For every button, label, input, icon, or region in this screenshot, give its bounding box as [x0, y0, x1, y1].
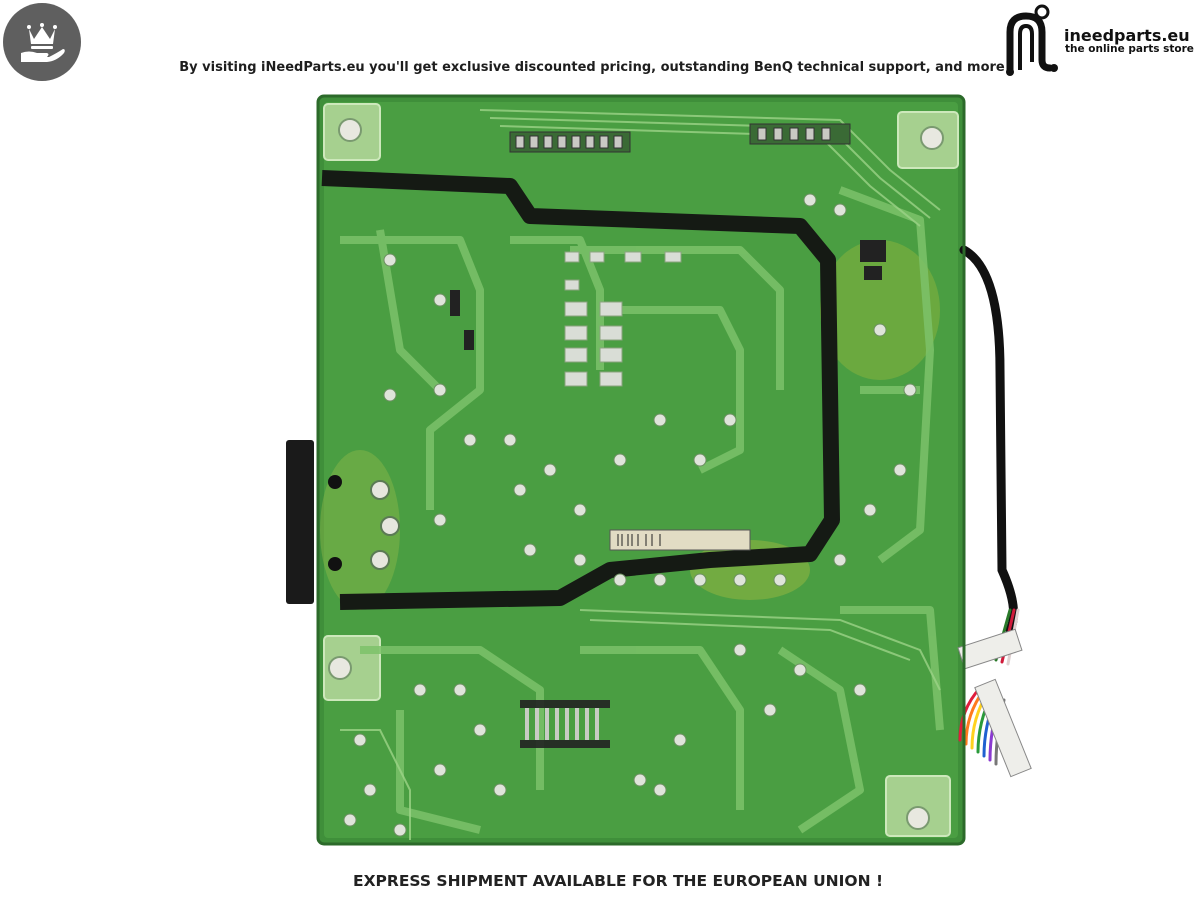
crown-in-hand-icon — [21, 23, 65, 62]
crown-badge — [3, 3, 81, 81]
logo-name: ineedparts.eu — [1064, 26, 1190, 45]
shipping-banner: EXPRESS SHIPMENT AVAILABLE FOR THE EUROP… — [352, 872, 884, 890]
logo-subtitle: the online parts store — [1065, 43, 1194, 55]
circuit-n-icon — [1006, 4, 1058, 76]
promo-tagline: By visiting iNeedParts.eu you'll get exc… — [179, 60, 1005, 75]
product-photo — [286, 94, 1032, 846]
ineedparts-logo[interactable]: ineedparts.eu the online parts store — [1002, 0, 1198, 80]
